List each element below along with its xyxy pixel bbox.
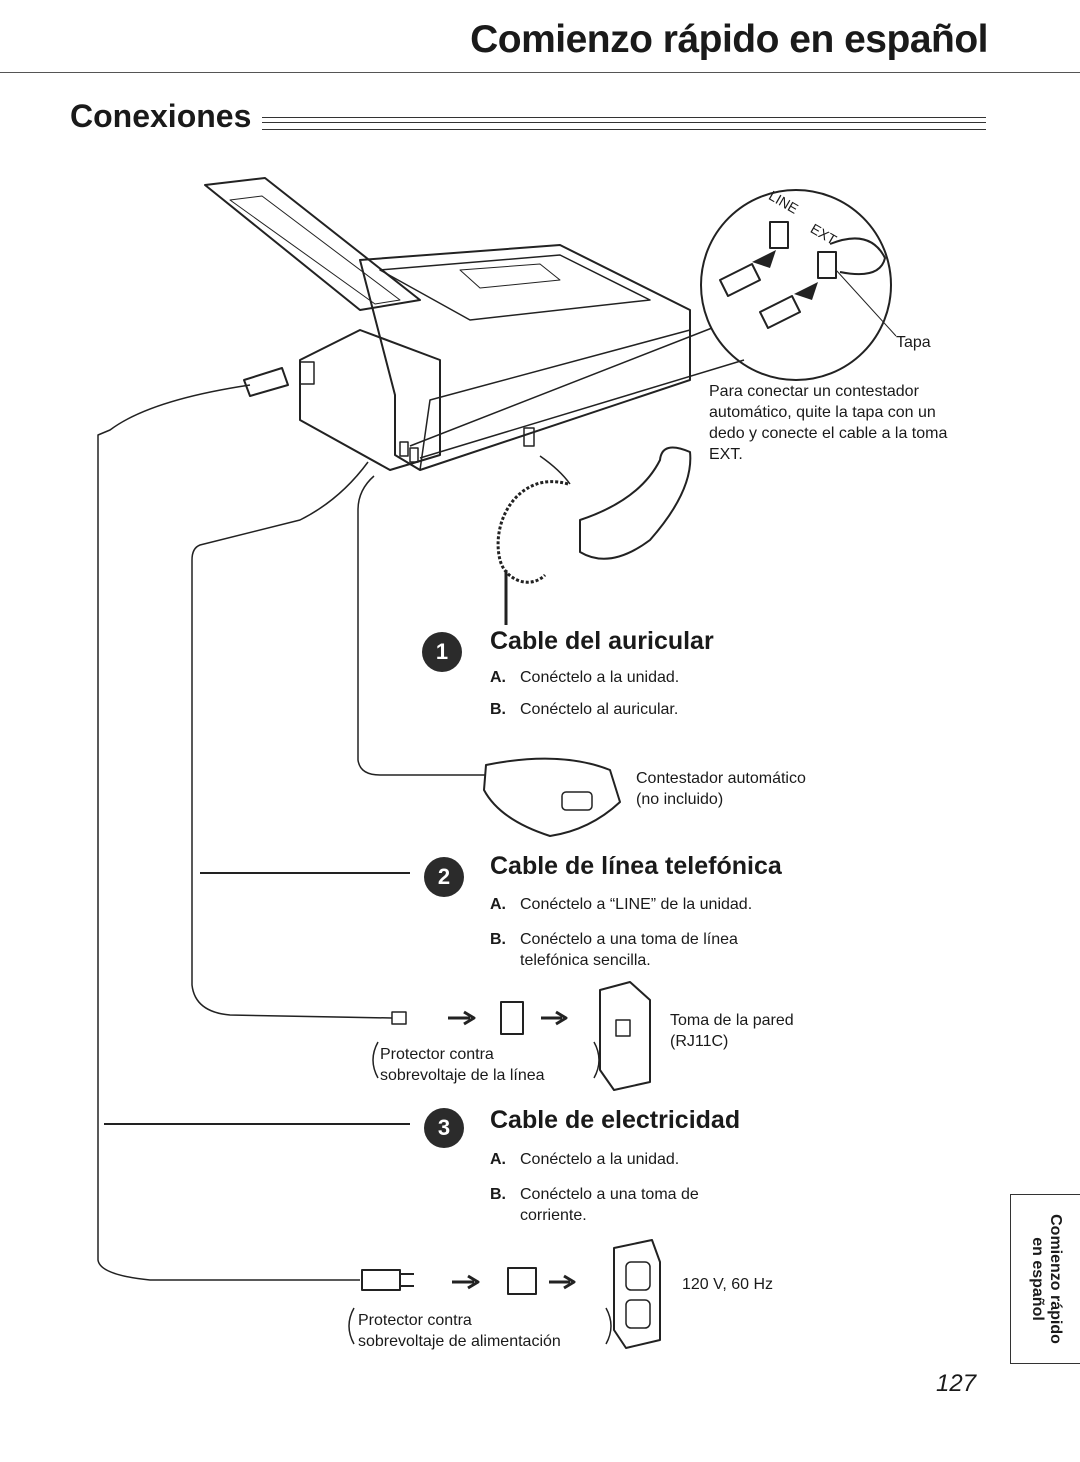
outlet-label: 120 V, 60 Hz bbox=[682, 1276, 774, 1293]
fax-machine-illustration bbox=[204, 177, 691, 471]
step-badge-2: 2 bbox=[424, 857, 464, 897]
line-surge-protector-label: Protector contra sobrevoltaje de la líne… bbox=[380, 1046, 545, 1084]
step-badge-3: 3 bbox=[424, 1108, 464, 1148]
handset-illustration bbox=[579, 446, 692, 560]
section-title-rules bbox=[262, 117, 986, 130]
step-1b: B.Conéctelo al auricular. bbox=[490, 701, 679, 718]
line-arrow-icon bbox=[752, 250, 776, 268]
wall-outlet-illustration bbox=[613, 1239, 661, 1349]
section-heading-handset-cord: Cable del auricular bbox=[490, 627, 714, 655]
section-title: Conexiones bbox=[70, 98, 252, 134]
side-tab: Comienzo rápido en español bbox=[1010, 1194, 1080, 1364]
section-heading-power-cord: Cable de electricidad bbox=[490, 1106, 741, 1134]
page-number: 127 bbox=[936, 1370, 977, 1397]
wall-jack-illustration bbox=[599, 981, 651, 1091]
jack-detail-callout bbox=[700, 189, 892, 381]
step-2b: B.Conéctelo a una toma de línea telefóni… bbox=[490, 931, 738, 969]
ext-arrow-icon bbox=[794, 282, 818, 300]
step-3a: A.Conéctelo a la unidad. bbox=[490, 1151, 680, 1168]
side-tab-line-2: en español bbox=[1028, 1237, 1046, 1321]
power-surge-protector-label: Protector contra sobrevoltaje de aliment… bbox=[358, 1312, 561, 1350]
wall-jack-label: Toma de la pared (RJ11C) bbox=[670, 1012, 794, 1050]
title-divider bbox=[0, 72, 1080, 73]
step-3b: B.Conéctelo a una toma de corriente. bbox=[490, 1186, 699, 1224]
side-tab-line-1: Comienzo rápido bbox=[1046, 1214, 1064, 1344]
ext-note: Para conectar un contestador automático,… bbox=[709, 383, 948, 463]
step-badge-1: 1 bbox=[422, 632, 462, 672]
cover-label: Tapa bbox=[896, 334, 931, 351]
answering-machine-illustration bbox=[483, 757, 621, 837]
step-2a: A.Conéctelo a “LINE” de la unidad. bbox=[490, 896, 753, 913]
answering-machine-label: Contestador automático (no incluido) bbox=[636, 770, 806, 808]
page-title: Comienzo rápido en español bbox=[470, 18, 988, 61]
step-1a: A.Conéctelo a la unidad. bbox=[490, 669, 680, 686]
section-heading-phone-line-cord: Cable de línea telefónica bbox=[490, 852, 782, 880]
